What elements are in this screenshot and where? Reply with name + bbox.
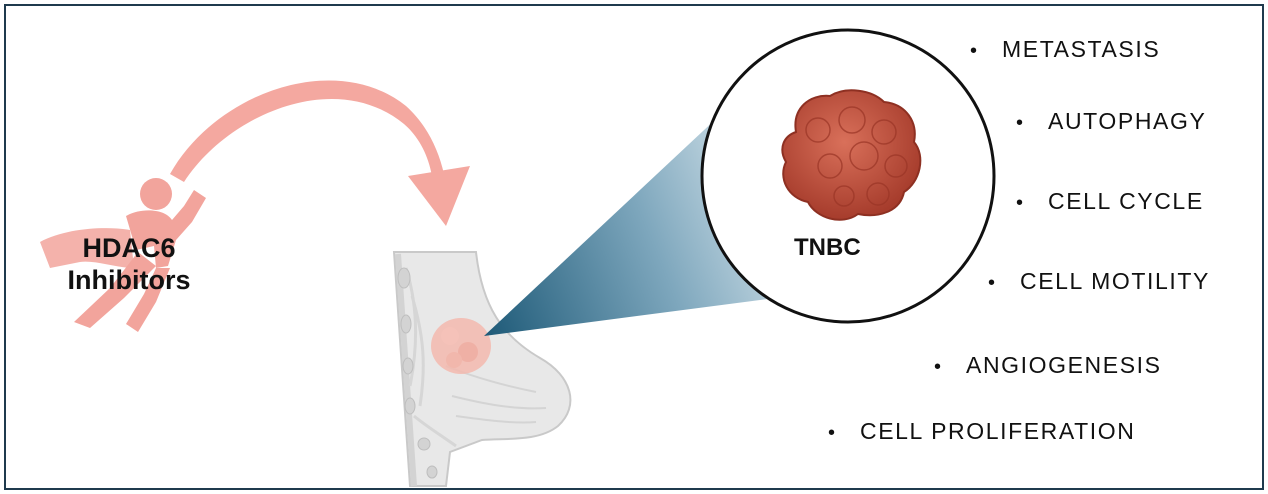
effect-item: • CELL MOTILITY xyxy=(988,268,1210,295)
tnbc-label: TNBC xyxy=(794,234,861,261)
superhero-icon xyxy=(40,178,206,332)
effect-item: • METASTASIS xyxy=(970,36,1160,63)
effect-label: CELL MOTILITY xyxy=(1020,268,1210,294)
bullet-icon: • xyxy=(1016,192,1025,214)
effect-label: CELL PROLIFERATION xyxy=(860,418,1136,444)
bullet-icon: • xyxy=(988,272,997,294)
effect-label: CELL CYCLE xyxy=(1048,188,1204,214)
effect-label: ANGIOGENESIS xyxy=(966,352,1162,378)
diagram-frame: HDAC6 Inhibitors TNBC • METASTASIS • AUTOP… xyxy=(4,4,1264,490)
bullet-icon: • xyxy=(828,422,837,444)
breast-anatomy-icon xyxy=(392,251,572,487)
diagram-artwork xyxy=(40,28,996,487)
tumor-icon xyxy=(781,89,922,221)
effect-item: • CELL CYCLE xyxy=(1016,188,1204,215)
hdac6-label-line1: HDAC6 xyxy=(82,233,176,263)
hdac6-label-line2: Inhibitors xyxy=(67,265,191,295)
curved-arrow-icon xyxy=(170,80,470,226)
bullet-icon: • xyxy=(970,40,979,62)
bullet-icon: • xyxy=(1016,112,1025,134)
effect-item: • AUTOPHAGY xyxy=(1016,108,1206,135)
effect-item: • ANGIOGENESIS xyxy=(934,352,1162,379)
effect-item: • CELL PROLIFERATION xyxy=(828,418,1135,445)
bullet-icon: • xyxy=(934,356,943,378)
hdac6-inhibitors-label: HDAC6 Inhibitors xyxy=(54,232,204,296)
effect-label: AUTOPHAGY xyxy=(1048,108,1207,134)
effect-label: METASTASIS xyxy=(1002,36,1161,62)
